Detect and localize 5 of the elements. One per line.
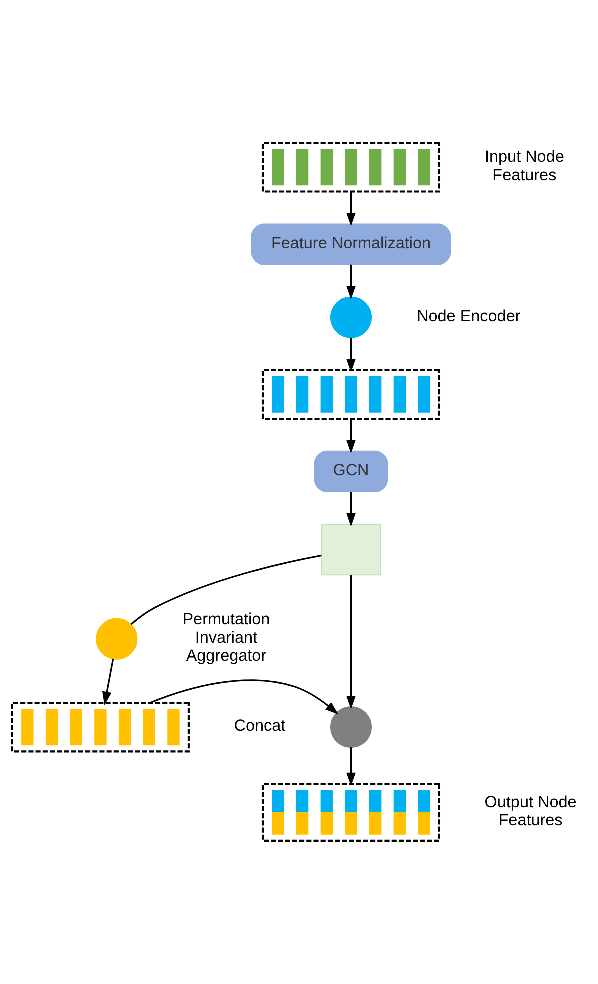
node-label: Concat xyxy=(234,717,286,736)
node-label: Node Encoder xyxy=(417,307,521,326)
node-label: Output Node Features xyxy=(484,793,577,830)
node-label: Permutation Invariant Aggregator xyxy=(182,610,270,666)
node-label: Input Node Features xyxy=(485,148,564,184)
